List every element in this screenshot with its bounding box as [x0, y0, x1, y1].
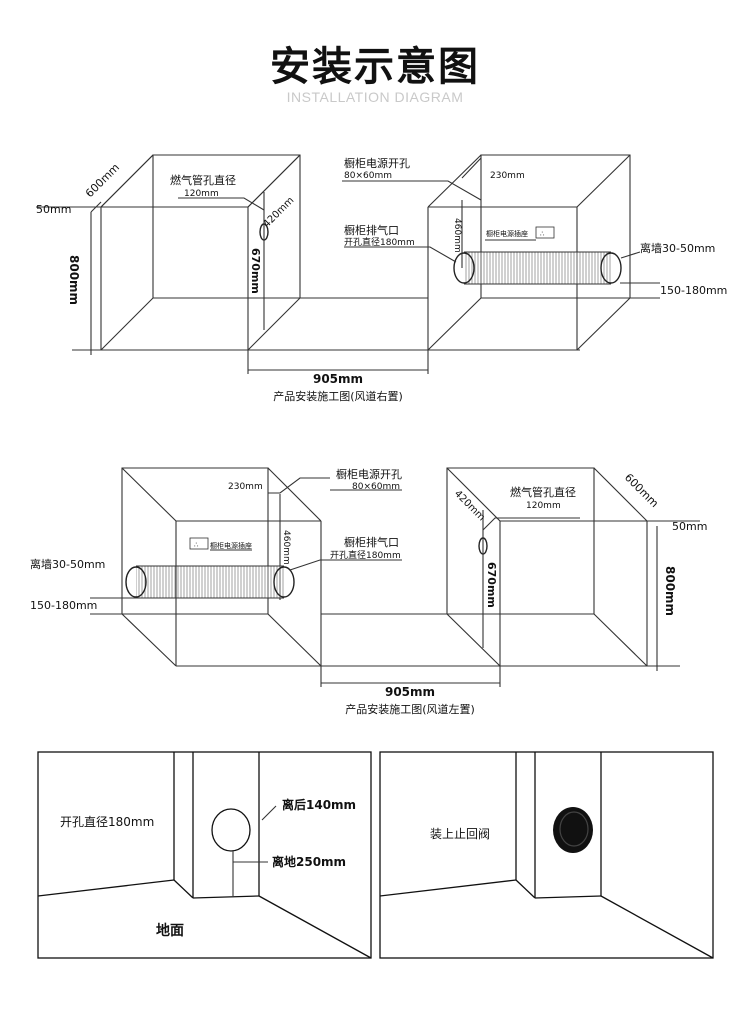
caption-right: 产品安装施工图(风道右置): [273, 389, 403, 403]
dim-50: 50mm: [36, 203, 71, 216]
gas-label: 燃气管孔直径: [170, 173, 236, 187]
exhaust-duct-2: [136, 566, 284, 598]
dim-230-2: 230mm: [228, 482, 263, 492]
power-value: 80×60mm: [344, 171, 392, 181]
exhaust-value: 开孔直径180mm: [344, 236, 415, 248]
dim-460: 460mm: [452, 218, 462, 253]
dim-230: 230mm: [490, 171, 525, 181]
panel-left: 开孔直径180mm 离后140mm 离地250mm 地面: [37, 751, 372, 959]
power-socket: [535, 226, 555, 239]
height-range: 150-180mm: [660, 284, 727, 297]
exhaust-label: 橱柜排气口: [344, 223, 399, 237]
exhaust-hole: [453, 252, 475, 284]
exhaust-label-2: 橱柜排气口: [344, 535, 399, 549]
dim-800-2: 800mm: [663, 566, 677, 616]
gas-value-2: 120mm: [526, 501, 561, 511]
valve-label: 装上止回阀: [430, 827, 490, 841]
right-cabinet: [427, 154, 631, 351]
right-cabinet-2: [321, 467, 658, 671]
power-value-2: 80×60mm: [352, 482, 400, 492]
page-subtitle: INSTALLATION DIAGRAM: [286, 89, 464, 105]
dim-600-2: 600mm: [622, 471, 661, 510]
hole-label: 开孔直径180mm: [60, 815, 154, 829]
svg-text:∴: ∴: [540, 230, 545, 238]
dim-420-2: 420mm: [452, 488, 487, 523]
exhaust-value-2: 开孔直径180mm: [330, 549, 401, 561]
width-905-2: 905mm: [385, 685, 435, 699]
dim-670-2: 670mm: [485, 562, 498, 608]
floor-gap-label: 离地250mm: [272, 854, 346, 869]
floor-label: 地面: [156, 922, 184, 939]
socket-label: 橱柜电源插座: [486, 229, 528, 238]
back-label: 离后140mm: [282, 797, 356, 812]
socket-label-2: 橱柜电源插座: [210, 541, 252, 550]
dim-600: 600mm: [83, 161, 122, 200]
dim-50-2: 50mm: [672, 520, 707, 533]
duct-end-2: [125, 566, 147, 598]
dim-670: 670mm: [249, 248, 262, 294]
width-905: 905mm: [313, 372, 363, 386]
dim-800: 800mm: [67, 255, 81, 305]
power-socket-2: [189, 537, 209, 550]
page-title: 安装示意图: [270, 44, 480, 90]
caption-left: 产品安装施工图(风道左置): [345, 702, 475, 716]
panel-right: 装上止回阀: [379, 751, 714, 959]
svg-text:∴: ∴: [194, 541, 199, 549]
diagram-left-duct: ∴ 230mm 橱柜电源开孔 80×60: [30, 467, 707, 716]
exhaust-duct: [464, 252, 611, 284]
gas-value: 120mm: [184, 189, 219, 199]
drilled-hole: [211, 808, 251, 852]
wall-gap: 离墙30-50mm: [640, 241, 715, 255]
duct-end: [600, 252, 622, 284]
height-range-2: 150-180mm: [30, 599, 97, 612]
power-label-2: 橱柜电源开孔: [336, 467, 402, 481]
exhaust-hole-2: [273, 566, 295, 598]
power-label: 橱柜电源开孔: [344, 156, 410, 170]
diagram-right-duct: ∴ 600mm 50mm 800mm 燃气管孔直径 120mm 420mm 67…: [36, 154, 727, 403]
wall-gap-2: 离墙30-50mm: [30, 557, 105, 571]
dim-460-2: 460mm: [281, 530, 291, 565]
gas-label-2: 燃气管孔直径: [510, 485, 576, 499]
dim-420: 420mm: [261, 195, 296, 230]
